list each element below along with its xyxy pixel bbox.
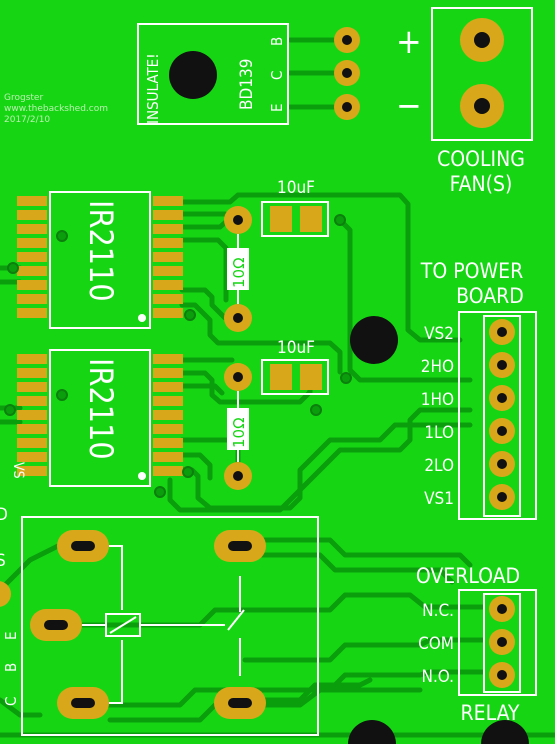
fan-minus-label: − <box>396 86 422 126</box>
power-pin-label: 2HO <box>421 357 454 377</box>
power-header-title-line1: TO POWER <box>420 259 523 283</box>
drill-hole <box>474 98 490 114</box>
transistor-pin-e: E <box>268 103 286 112</box>
capacitor-outline <box>261 201 329 237</box>
drill-hole <box>342 68 352 78</box>
resistor-1: 10Ω <box>224 206 252 332</box>
drill-hole <box>233 313 243 323</box>
mounting-hole-icon <box>169 51 217 99</box>
fan-connector: + − COOLING FAN(S) <box>396 7 533 196</box>
capacitor-1: 10uF <box>261 178 329 237</box>
vias <box>4 214 352 498</box>
watermark: Grogster www.thebackshed.com 2017/2/10 <box>4 93 108 125</box>
pin1-marker <box>138 472 146 480</box>
power-header-pads <box>489 319 515 510</box>
watermark-site: www.thebackshed.com <box>4 104 108 114</box>
transistor-part-number: BD139 <box>237 59 257 110</box>
chip-outline <box>49 349 151 487</box>
transistor-pin-b: B <box>268 37 286 46</box>
relay-pin-label: COM <box>418 634 454 654</box>
drill-hole <box>233 215 243 225</box>
power-pin-label: 1LO <box>424 423 454 443</box>
drill-hole <box>474 32 490 48</box>
mounting-hole-icon <box>350 316 398 364</box>
capacitor-value: 10uF <box>277 338 315 358</box>
relay-outline <box>21 516 319 736</box>
relay-footprint <box>21 516 319 736</box>
relay-schematic-symbol <box>82 545 245 704</box>
chip-outline <box>49 191 151 329</box>
drill-hole <box>342 35 352 45</box>
power-pin-label: VS2 <box>424 324 454 344</box>
chip-right-pads <box>153 196 183 318</box>
capacitor-2: 10uF <box>261 338 329 395</box>
resistor-2: 10Ω <box>224 363 252 490</box>
power-pin-label: 1HO <box>421 390 454 410</box>
chip-left-pads <box>17 196 47 318</box>
relay-pin-label: N.C. <box>422 601 454 621</box>
edge-label-s: S <box>0 551 6 571</box>
fan-label-line2: FAN(S) <box>450 172 513 196</box>
chip-right-pads <box>153 354 183 476</box>
power-pin-label: 2LO <box>424 456 454 476</box>
power-header-inner <box>483 315 521 517</box>
resistor-value: 10Ω <box>230 417 248 448</box>
chip-label: IR2110 <box>82 200 120 302</box>
drill-hole <box>342 102 352 112</box>
relay-pin-label: N.O. <box>422 667 455 687</box>
power-pin-label: VS1 <box>424 489 454 509</box>
fan-plus-label: + <box>396 22 422 62</box>
relay-pads <box>30 530 266 719</box>
capacitor-value: 10uF <box>277 178 315 198</box>
driver-chip-1: IR2110 <box>17 191 183 329</box>
insulate-warning: INSULATE! <box>144 53 162 124</box>
chip-left-pads <box>17 354 47 476</box>
relay-header-pads <box>489 596 515 688</box>
edge-label-vs: VS <box>10 462 26 479</box>
drill-hole <box>233 372 243 382</box>
resistor-value: 10Ω <box>230 257 248 288</box>
pin1-marker <box>138 314 146 322</box>
watermark-date: 2017/2/10 <box>4 115 50 125</box>
transistor-bd139: INSULATE! BD139 E C B <box>137 23 360 125</box>
power-header-outline <box>458 311 537 520</box>
driver-chip-2: IR2110 <box>17 349 183 487</box>
drill-hole <box>233 471 243 481</box>
mounting-hole-icon <box>481 720 529 744</box>
edge-label-c: C <box>2 697 20 706</box>
transistor-outline <box>137 23 289 125</box>
relay-header-title-top: OVERLOAD <box>416 564 520 588</box>
fan-connector-outline <box>431 7 533 141</box>
left-edge-labels: D S VS E B C <box>0 462 26 706</box>
resistor-body <box>227 248 249 290</box>
fan-label-line1: COOLING <box>437 147 525 171</box>
transistor-pin-c: C <box>268 71 286 80</box>
watermark-author: Grogster <box>4 93 43 103</box>
mounting-hole-icon <box>348 720 396 744</box>
power-header-title-line2: BOARD <box>456 284 524 308</box>
edge-label-d: D <box>0 505 8 525</box>
resistor-body <box>227 408 249 450</box>
edge-label-b: B <box>2 663 20 672</box>
chip-label: IR2110 <box>82 358 120 460</box>
capacitor-outline <box>261 359 329 395</box>
power-board-header: TO POWER BOARD VS2 2HO 1HO 1LO 2LO VS1 <box>420 259 537 520</box>
relay-header: OVERLOAD N.C. COM N.O. RELAY <box>416 564 537 725</box>
relay-header-outline <box>458 589 537 696</box>
edge-label-e: E <box>2 631 20 640</box>
